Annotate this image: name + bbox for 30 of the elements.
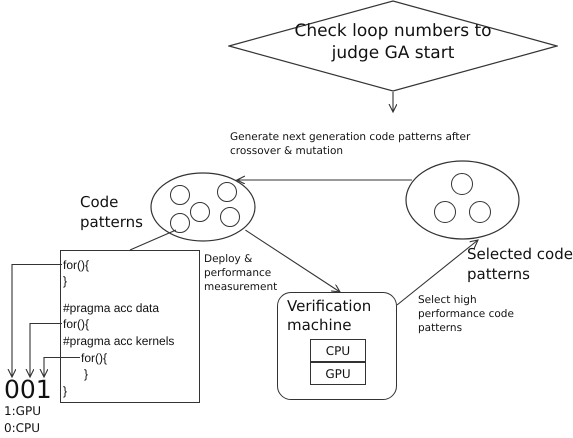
processor-box: CPU — [310, 339, 366, 362]
arrow — [396, 239, 479, 306]
code-line: for(){ — [63, 258, 90, 273]
leader-line — [130, 230, 176, 250]
arrow — [236, 175, 412, 185]
code-line: for(){ — [63, 317, 90, 332]
bit-legend-text: 1:GPU — [4, 403, 42, 420]
edge-label: Deploy & performance measurement — [204, 252, 278, 294]
arrow — [388, 92, 398, 113]
code-line: } — [84, 367, 90, 382]
code-box — [60, 250, 200, 403]
edge-label: Select high performance code patterns — [418, 293, 514, 335]
arrow — [7, 264, 62, 378]
decision-text: Check loop numbers to judge GA start — [293, 20, 493, 64]
bit-string: 001 — [4, 377, 53, 403]
edge-label: Generate next generation code patterns after crossover & mutation — [230, 130, 472, 158]
code-line: } — [63, 274, 68, 289]
code-line: } — [63, 384, 68, 399]
group-heading: Selected code patterns — [467, 244, 573, 284]
code-line: for(){ — [81, 351, 108, 366]
machine-label: Verification machine — [287, 297, 372, 335]
group-heading: Code patterns — [80, 192, 144, 232]
arrow — [25, 322, 62, 378]
bit-legend-text: 0:CPU — [4, 420, 42, 437]
machine-box — [277, 292, 397, 400]
arrow — [245, 230, 341, 293]
arrow — [39, 356, 80, 378]
code-line: #pragma acc data — [63, 301, 160, 316]
code-line: #pragma acc kernels — [63, 334, 176, 349]
processor-box: GPU — [310, 362, 366, 385]
